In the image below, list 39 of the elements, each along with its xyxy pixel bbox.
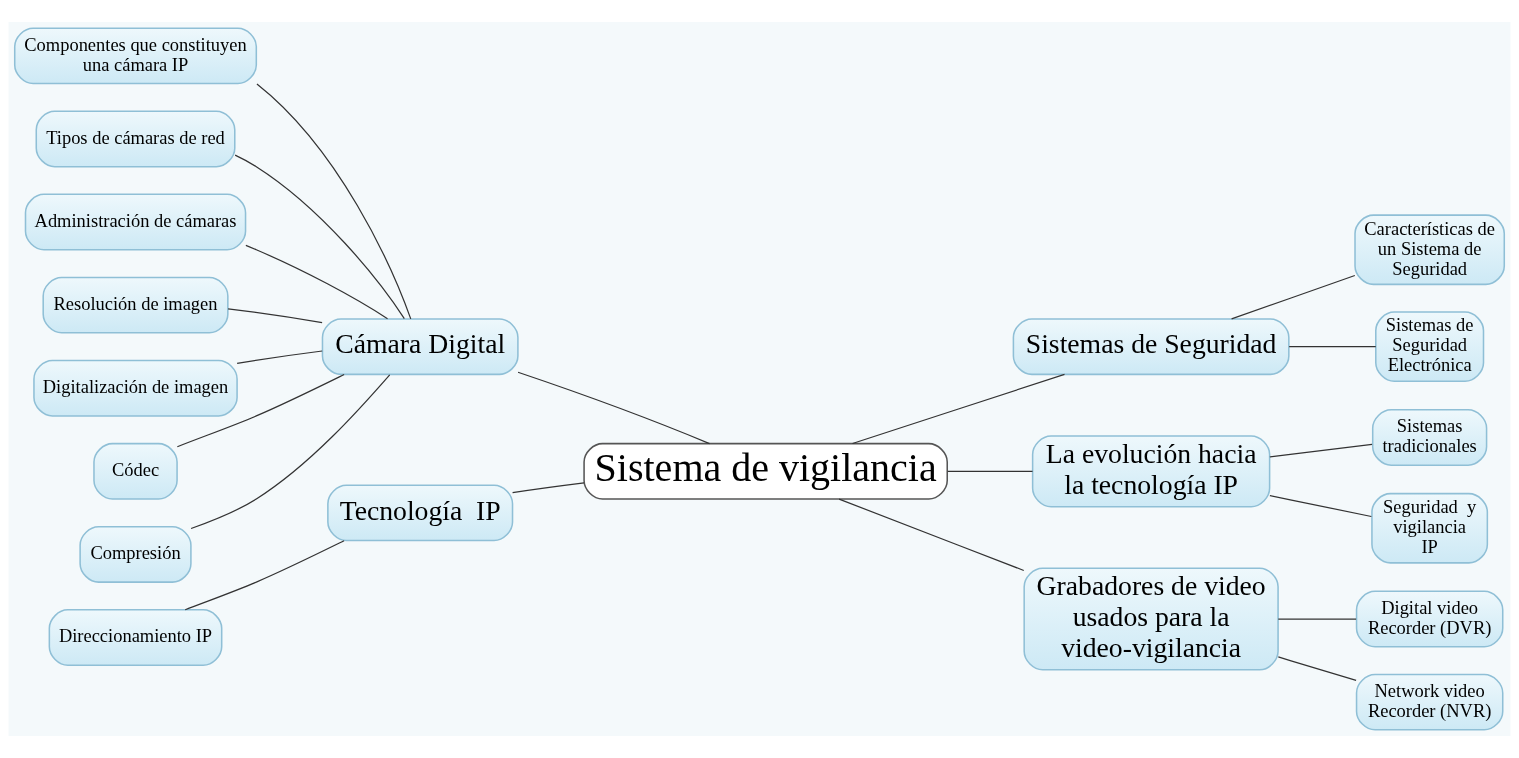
node-box: Digitalización de imagen — [33, 359, 238, 417]
connector — [1277, 618, 1357, 620]
node-box: Sistema de vigilancia — [583, 442, 948, 500]
node-box: Sistemas tradicionales — [1371, 409, 1488, 466]
connector — [245, 244, 389, 320]
connector — [176, 373, 345, 448]
connector — [851, 373, 1066, 445]
connector — [1277, 656, 1357, 682]
connector — [227, 308, 323, 324]
node-box: Direccionamiento IP — [48, 609, 223, 666]
connector — [1230, 274, 1356, 320]
node-box: Administración de cámaras — [24, 193, 247, 251]
node-box: Códec — [93, 442, 178, 500]
connector — [184, 540, 345, 611]
node-box: Componentes que constituyen una cámara IP — [13, 27, 258, 85]
node-box: Sistemas de Seguridad — [1012, 318, 1290, 376]
node-box: Características de un Sistema de Seguridad — [1354, 214, 1506, 286]
connector — [947, 470, 1034, 472]
node-box: Compresión — [79, 525, 192, 583]
node-box: Network video Recorder (NVR) — [1355, 673, 1504, 731]
node-box: Cámara Digital — [321, 318, 519, 376]
connector — [234, 154, 405, 320]
connector — [1269, 494, 1372, 518]
connector — [517, 371, 711, 445]
node-box: La evolución hacia la tecnología IP — [1031, 435, 1271, 508]
node-box: Tipos de cámaras de red — [35, 110, 236, 168]
node-box: Seguridad y vigilancia IP — [1371, 492, 1489, 564]
connector — [256, 83, 412, 320]
connector — [511, 482, 585, 494]
node-box: Digital video Recorder (DVR) — [1355, 590, 1504, 648]
node-box: Tecnología IP — [327, 484, 514, 542]
connector — [838, 498, 1025, 572]
connector — [1269, 443, 1373, 458]
connector — [1288, 346, 1377, 348]
node-box: Grabadores de video usados para la video-vigilancia — [1023, 567, 1279, 671]
node-box: Resolución de imagen — [42, 276, 229, 334]
node-box: Sistemas de Seguridad Electrónica — [1375, 311, 1485, 383]
connector — [190, 374, 391, 530]
connector — [236, 350, 323, 365]
